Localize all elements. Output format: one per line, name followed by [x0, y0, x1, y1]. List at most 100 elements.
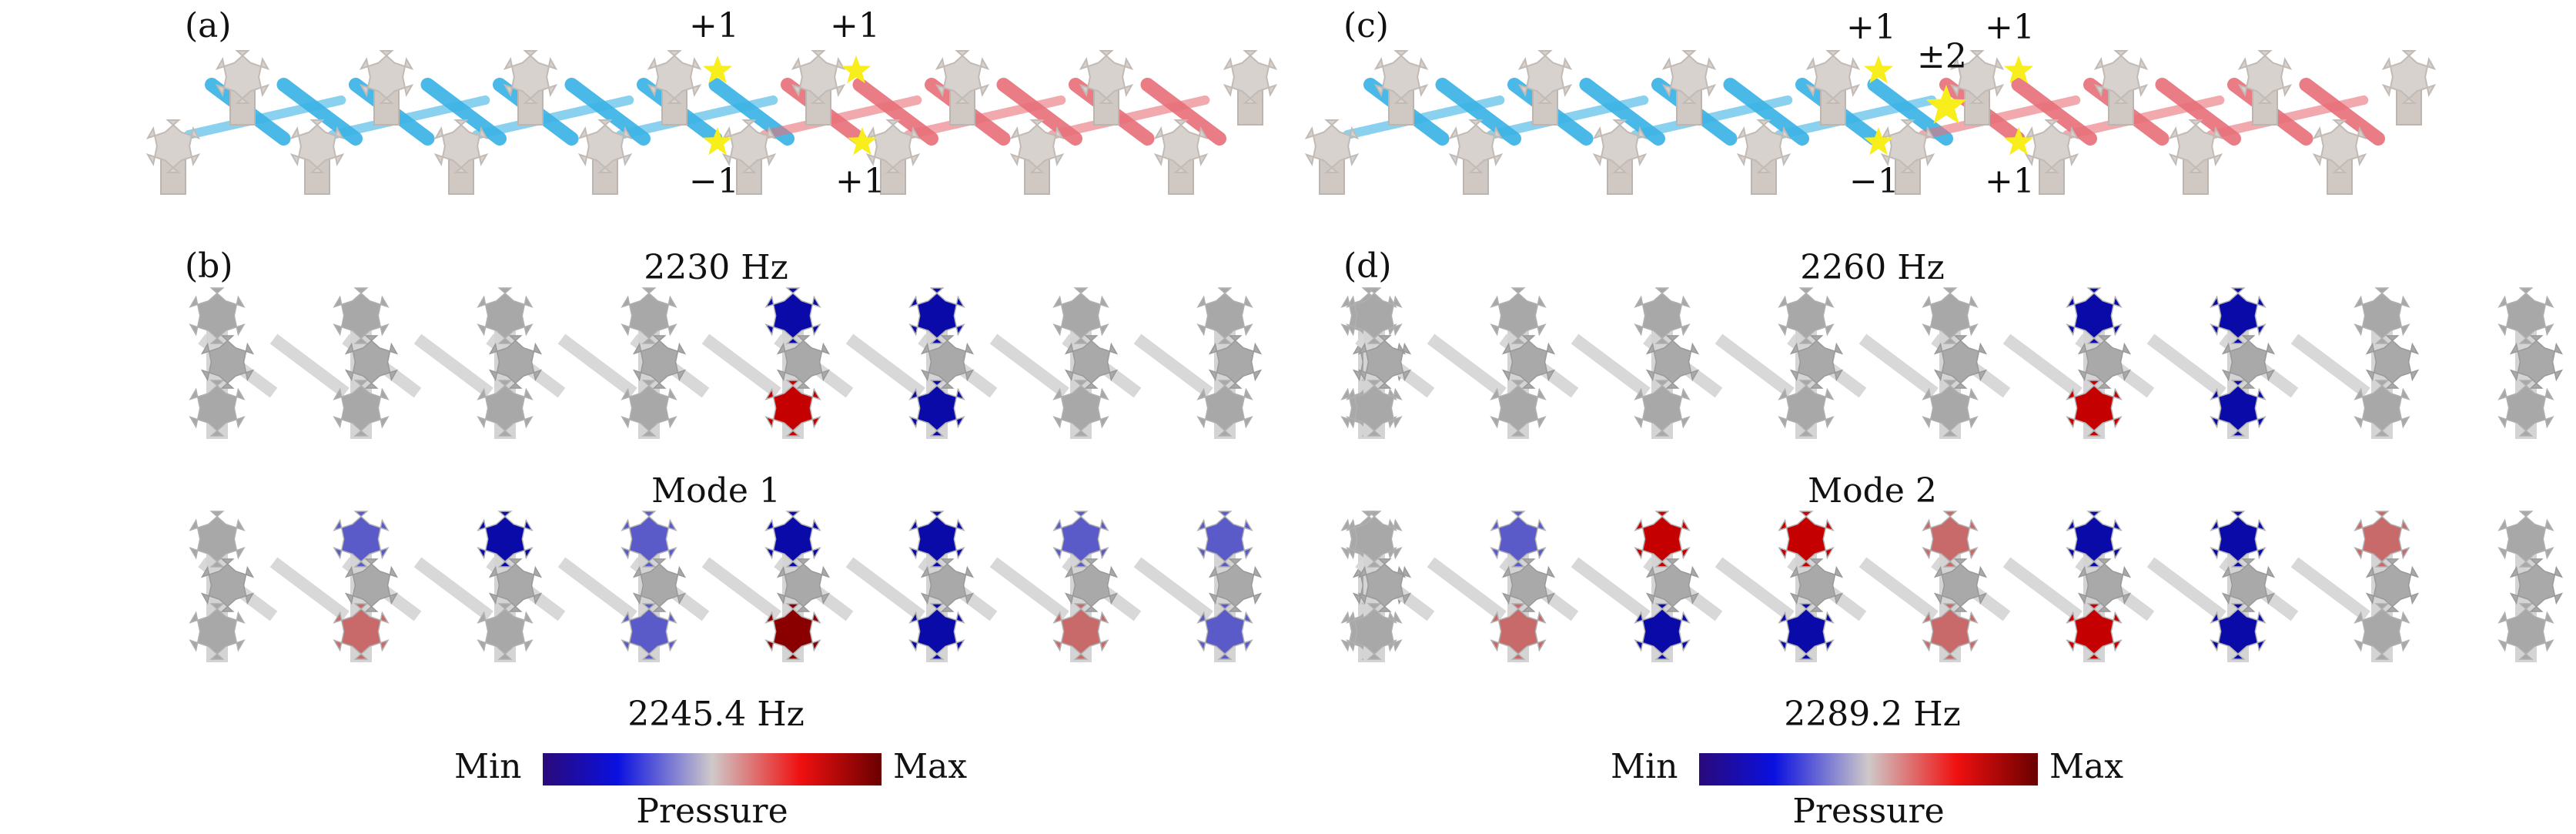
resonator-cap [1880, 119, 1935, 173]
resonator-cap [1922, 511, 1979, 568]
pressure-field-mode1-2230hz [189, 287, 1407, 439]
resonator-cap [1778, 287, 1835, 344]
resonator-cap [1052, 511, 1109, 568]
coupling-bar [413, 333, 493, 398]
colorbar-right: Min Max Pressure [1611, 747, 2123, 831]
coupling-bar [904, 95, 1066, 139]
coupling-bar [2290, 333, 2370, 398]
pressure-field-mode2-2289hz [1346, 511, 2564, 662]
resonator-cap [1346, 380, 1403, 437]
pressure-field-mode1-2245hz [189, 511, 1407, 662]
resonator-cap [1490, 380, 1547, 437]
resonator-cap [1346, 287, 1403, 344]
coupling-bar [1775, 95, 1937, 139]
defect-star [1864, 55, 1893, 84]
resonator-cap [1208, 558, 1263, 612]
resonator-cap [189, 603, 246, 660]
resonator-cap [2221, 335, 2276, 389]
resonator-cap [632, 558, 687, 612]
resonator-cap [333, 511, 390, 568]
mode-label-b: Mode 1 [651, 471, 781, 511]
resonator-cap [2497, 380, 2554, 437]
coupling-bar [1858, 333, 1939, 398]
resonator-cap [2312, 119, 2367, 173]
resonator-cap [2354, 511, 2410, 568]
colorbar-left-title: Pressure [636, 792, 788, 831]
coupling-bar [1133, 557, 1213, 621]
coupling-bar [184, 95, 346, 139]
colorbar-right-max: Max [2049, 747, 2123, 786]
resonator-cap [2365, 558, 2420, 612]
resonator-cap [1634, 511, 1691, 568]
resonator-cap [1778, 603, 1835, 660]
resonator-cap [908, 287, 965, 344]
resonator-cap [2497, 603, 2554, 660]
freq-d-top: 2260 Hz [1800, 248, 1945, 287]
defect-star [703, 55, 732, 84]
resonator-cap [1052, 603, 1109, 660]
resonator-cap [1517, 50, 1573, 104]
resonator-cap [920, 335, 975, 389]
resonator-cap [488, 335, 543, 389]
coupling-bar [413, 557, 493, 621]
coupling-bar [1715, 333, 1795, 398]
resonator-cap [1223, 50, 1278, 104]
coupling-bar [701, 557, 781, 621]
resonator-cap [1778, 380, 1835, 437]
resonator-cap [632, 335, 687, 389]
resonator-cap [2509, 335, 2564, 389]
resonator-cap [764, 603, 821, 660]
resonator-cap [200, 335, 255, 389]
resonator-cap [1805, 50, 1861, 104]
resonator-cap [2497, 287, 2554, 344]
resonator-cap [1304, 119, 1360, 173]
resonator-cap [2354, 380, 2410, 437]
coupling-bar [2146, 333, 2226, 398]
coupling-bar [2062, 95, 2225, 139]
coupling-bar [2146, 557, 2226, 621]
resonator-cap [920, 558, 975, 612]
resonator-cap [621, 603, 677, 660]
resonator-cap [1052, 287, 1109, 344]
coupling-bar [269, 333, 350, 398]
charge-c-bottom-2: +1 [1985, 162, 2035, 201]
resonator-cap [1052, 380, 1109, 437]
resonator-cap [333, 603, 390, 660]
coupling-bar [2206, 95, 2369, 139]
resonator-cap [2024, 119, 2079, 173]
resonator-cap [776, 558, 831, 612]
resonator-cap [1592, 119, 1648, 173]
charge-c-top-3: +1 [1985, 8, 2035, 47]
coupling-bar [2002, 333, 2083, 398]
resonator-cap [1373, 50, 1429, 104]
resonator-cap [1064, 558, 1119, 612]
charge-c-top-2: ±2 [1917, 37, 1967, 76]
resonator-cap [2354, 603, 2410, 660]
colorbar-right-min: Min [1611, 747, 1678, 786]
resonator-cap [1634, 603, 1691, 660]
freq-b-bottom: 2245.4 Hz [627, 695, 805, 734]
resonator-cap [359, 50, 414, 104]
coupling-bar [1133, 333, 1213, 398]
resonator-cap [1448, 119, 1504, 173]
resonator-cap [764, 287, 821, 344]
resonator-cap [1357, 558, 1412, 612]
resonator-cap [2221, 558, 2276, 612]
resonator-cap [189, 380, 246, 437]
resonator-cap [1922, 287, 1979, 344]
charge-a-top-1: +1 [689, 6, 739, 45]
resonator-cap [189, 287, 246, 344]
coupling-bar [1858, 557, 1939, 621]
resonator-cap [1196, 380, 1253, 437]
resonator-cap [1009, 119, 1065, 173]
resonator-cap [2066, 603, 2123, 660]
resonator-cap [2365, 335, 2420, 389]
resonator-cap [344, 558, 399, 612]
resonator-cap [477, 511, 534, 568]
resonator-cap [1346, 603, 1403, 660]
resonator-cap [477, 287, 534, 344]
coupling-bar [1919, 95, 2081, 139]
coupling-bar [2299, 78, 2385, 146]
resonator-cap [1346, 511, 1403, 568]
